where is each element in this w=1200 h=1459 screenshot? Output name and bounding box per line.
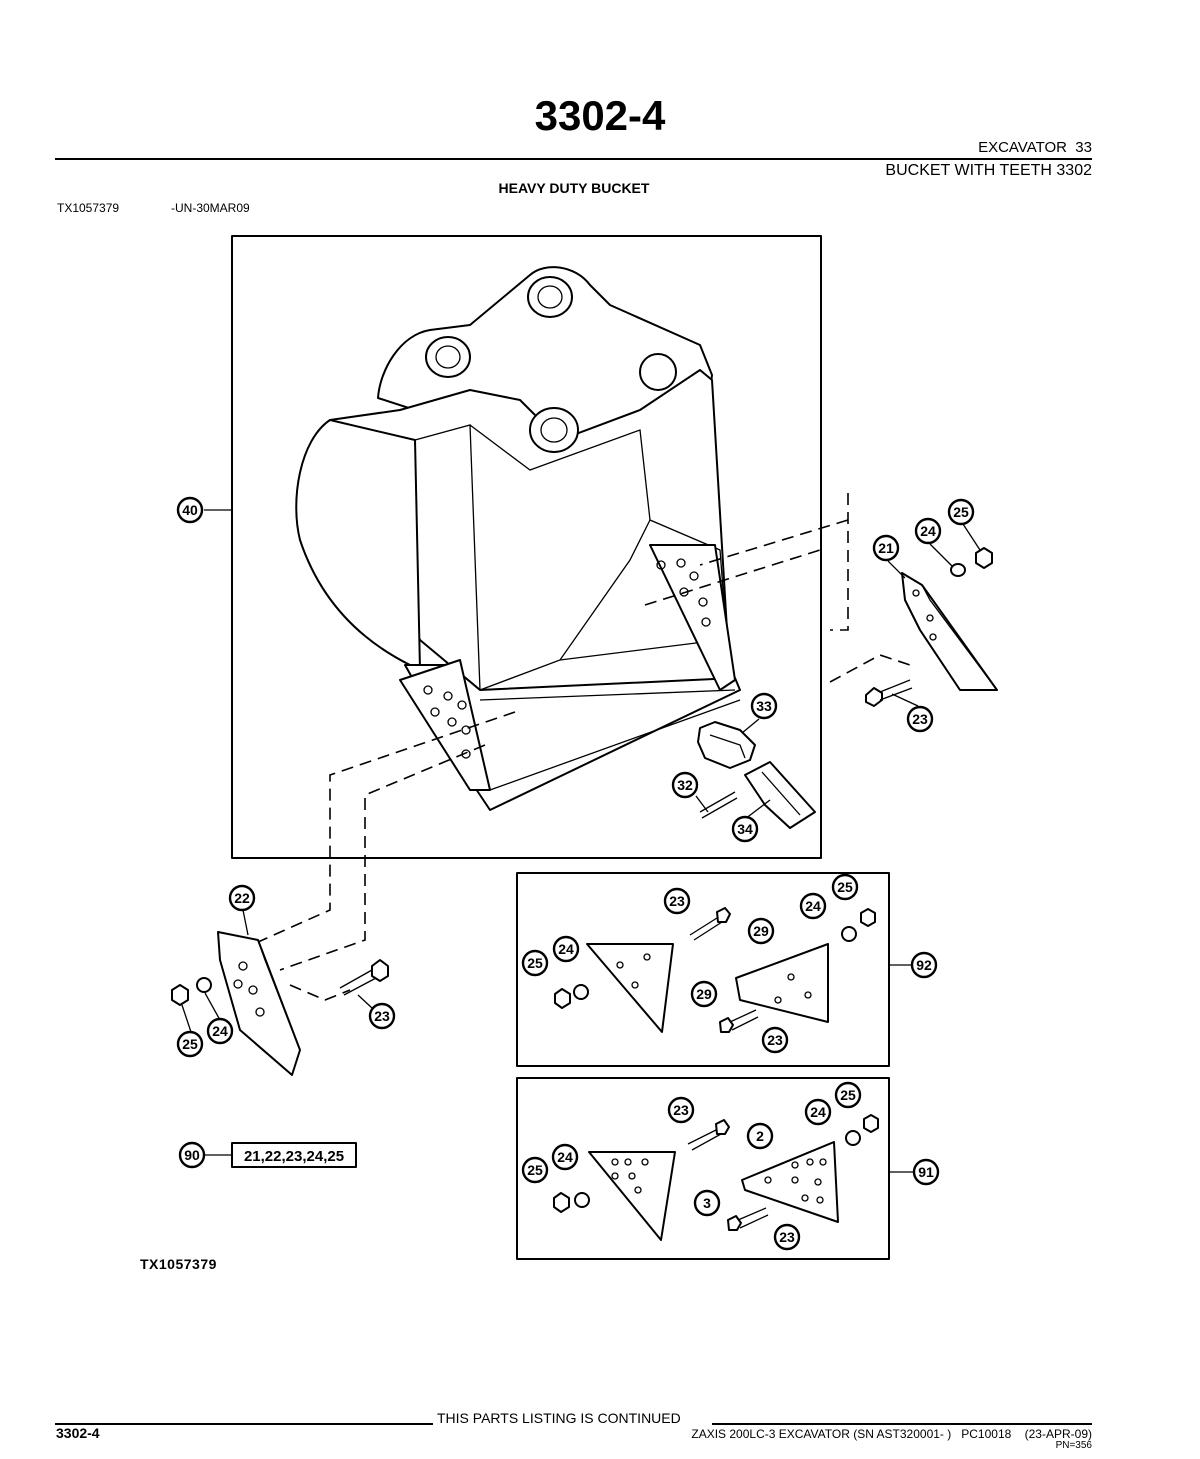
main-frame xyxy=(231,235,822,859)
figure-id: TX1057379 xyxy=(57,201,120,215)
callout-label: 24 xyxy=(805,898,821,914)
callout-25: 25 xyxy=(834,1081,862,1109)
callout-23: 23 xyxy=(667,1096,695,1124)
footer-model-info: ZAXIS 200LC-3 EXCAVATOR (SN AST320001- )… xyxy=(691,1427,1092,1441)
header-subgroup: BUCKET WITH TEETH 3302 xyxy=(885,162,1092,179)
callout-label: 25 xyxy=(527,955,543,971)
callout-23: 23 xyxy=(368,1002,396,1030)
callout-label: 29 xyxy=(753,923,769,939)
kit-91-drawing xyxy=(553,1114,879,1241)
callout-3: 3 xyxy=(693,1189,721,1217)
callout-label: 21 xyxy=(878,540,894,556)
callout-21: 21 xyxy=(872,534,900,562)
kit-91-frame xyxy=(516,1077,890,1260)
callout-90: 90 xyxy=(178,1141,206,1169)
continued-notice: THIS PARTS LISTING IS CONTINUED xyxy=(437,1410,681,1426)
callout-2: 2 xyxy=(746,1122,774,1150)
callout-label: 25 xyxy=(840,1087,856,1103)
footer-rule-left xyxy=(55,1423,433,1425)
callout-label: 23 xyxy=(374,1008,390,1024)
header-group: EXCAVATOR 33 xyxy=(978,139,1092,156)
callout-label: 90 xyxy=(184,1147,200,1163)
callout-91: 91 xyxy=(912,1158,940,1186)
callout-24: 24 xyxy=(552,935,580,963)
callout-label: 25 xyxy=(953,504,969,520)
callout-32: 32 xyxy=(671,771,699,799)
callout-33: 33 xyxy=(750,692,778,720)
callout-label: 91 xyxy=(918,1164,934,1180)
callout-label: 22 xyxy=(234,890,250,906)
callout-24: 24 xyxy=(804,1098,832,1126)
callout-label: 29 xyxy=(696,986,712,1002)
callout-label: 92 xyxy=(916,957,932,973)
figure-bottom-label: TX1057379 xyxy=(140,1256,217,1272)
callout-23: 23 xyxy=(761,1026,789,1054)
callout-25: 25 xyxy=(521,949,549,977)
callout-label: 25 xyxy=(527,1162,543,1178)
callout-label: 2 xyxy=(756,1128,764,1144)
callout-25: 25 xyxy=(176,1030,204,1058)
callout-label: 24 xyxy=(810,1104,826,1120)
callout-label: 23 xyxy=(673,1102,689,1118)
kit-92-drawing xyxy=(554,907,876,1033)
callout-25: 25 xyxy=(521,1156,549,1184)
callout-label: 25 xyxy=(837,879,853,895)
callout-label: 40 xyxy=(182,502,198,518)
callout-label: 24 xyxy=(557,1149,573,1165)
callout-25: 25 xyxy=(947,498,975,526)
kit-90-contents: 21,22,23,24,25 xyxy=(244,1148,344,1165)
callout-24: 24 xyxy=(206,1017,234,1045)
callout-22: 22 xyxy=(228,884,256,912)
kit-90-contents-box: 21,22,23,24,25 xyxy=(231,1142,357,1168)
figure-date-code: -UN-30MAR09 xyxy=(171,201,250,215)
side-cutter-left-drawing xyxy=(171,931,389,1076)
callout-label: 3 xyxy=(703,1195,711,1211)
callout-label: 23 xyxy=(767,1032,783,1048)
footer-page-number: 3302-4 xyxy=(56,1425,100,1441)
callout-label: 24 xyxy=(558,941,574,957)
callout-40: 40 xyxy=(176,496,204,524)
callout-23: 23 xyxy=(663,887,691,915)
callout-label: 23 xyxy=(779,1229,795,1245)
callout-29: 29 xyxy=(690,980,718,1008)
callout-label: 24 xyxy=(920,523,936,539)
callout-label: 23 xyxy=(669,893,685,909)
callout-29: 29 xyxy=(747,917,775,945)
callout-label: 34 xyxy=(737,821,753,837)
tooth-assembly-drawing xyxy=(697,721,816,829)
callout-leaders xyxy=(181,509,981,1173)
dashed-leaders xyxy=(239,493,911,1001)
callout-label: 33 xyxy=(756,698,772,714)
callout-23: 23 xyxy=(773,1223,801,1251)
callout-label: 24 xyxy=(212,1023,228,1039)
callout-23: 23 xyxy=(906,705,934,733)
callout-24: 24 xyxy=(914,517,942,545)
section-heading: HEAVY DUTY BUCKET xyxy=(498,180,650,196)
callout-92: 92 xyxy=(910,951,938,979)
callout-label: 23 xyxy=(912,711,928,727)
side-cutter-right-drawing xyxy=(865,547,998,707)
callout-25: 25 xyxy=(831,873,859,901)
footer-pn: PN=356 xyxy=(1055,1440,1092,1451)
callout-label: 25 xyxy=(182,1036,198,1052)
header-rule xyxy=(55,158,1092,160)
callout-34: 34 xyxy=(731,815,759,843)
kit-92-frame xyxy=(516,872,890,1067)
callout-label: 32 xyxy=(677,777,693,793)
bucket-drawing xyxy=(295,266,741,811)
callout-24: 24 xyxy=(799,892,827,920)
page-title: 3302-4 xyxy=(534,92,666,139)
callout-24: 24 xyxy=(551,1143,579,1171)
footer-rule-right xyxy=(712,1423,1092,1425)
